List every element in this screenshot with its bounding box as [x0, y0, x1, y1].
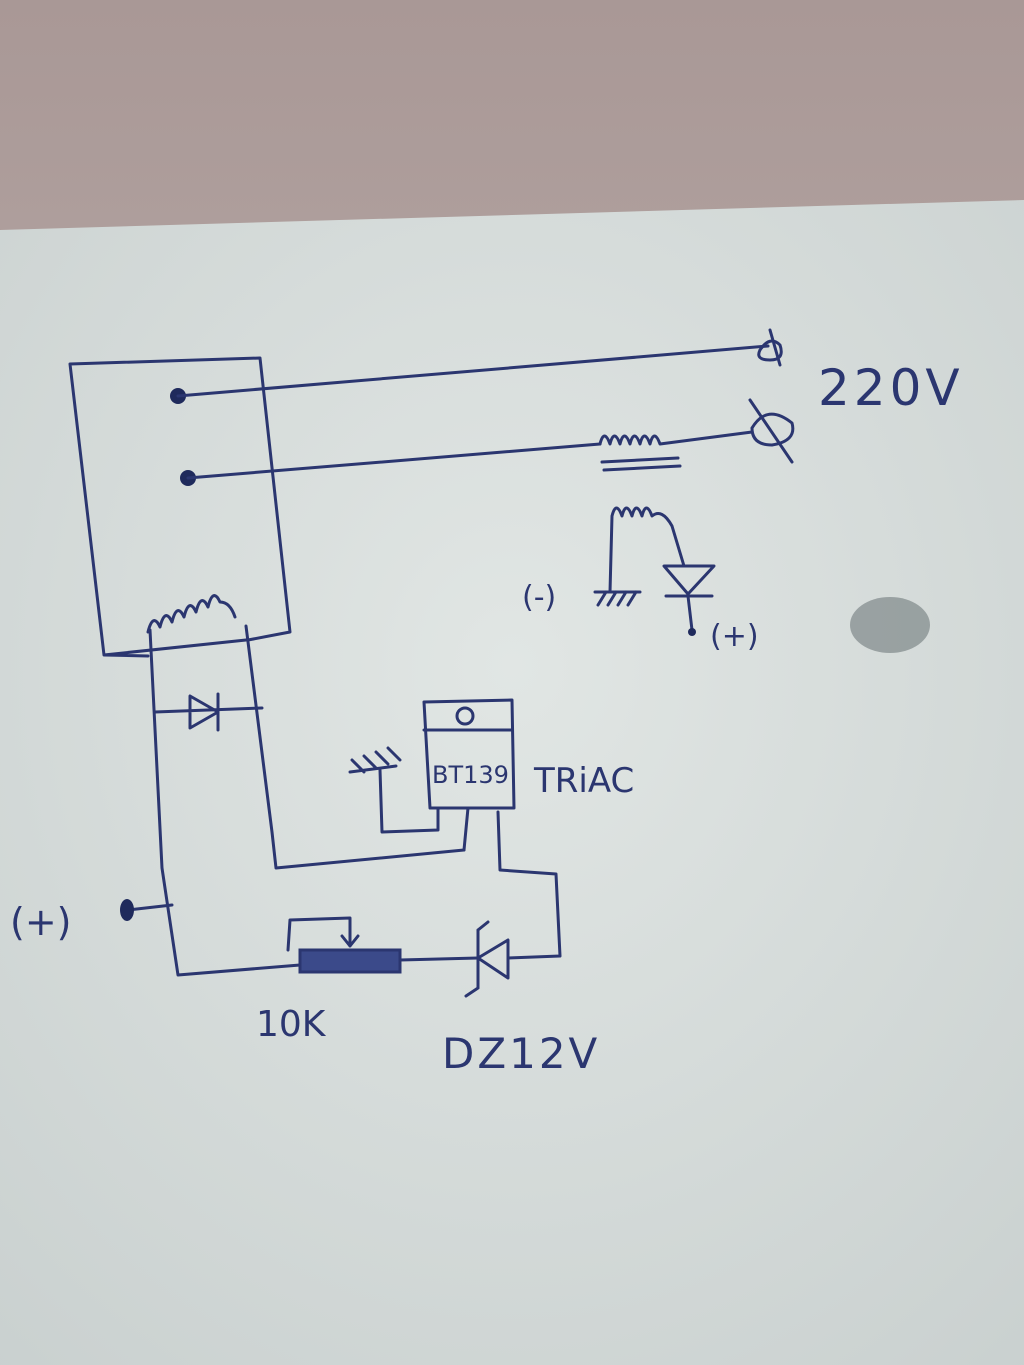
triac-pin-mt [462, 806, 470, 852]
flyback-diode [153, 692, 264, 732]
ground-symbol [593, 590, 642, 607]
label-input-positive: (+) [10, 900, 72, 944]
label-triac-type: TRiAC [533, 761, 634, 801]
triac-gate-wire [496, 810, 562, 960]
label-supply-negative: (-) [522, 580, 556, 615]
relay-coil [146, 594, 237, 634]
positive-input-terminal [120, 899, 134, 921]
output-terminal [688, 628, 696, 636]
potentiometer [298, 948, 402, 974]
mains-wire-2 [186, 442, 602, 480]
triac-body [422, 698, 516, 810]
current-transformer [598, 430, 754, 594]
paper-sheet [0, 200, 1024, 1365]
coil-left-wire [148, 628, 302, 977]
rectifier-diode [662, 564, 716, 632]
potentiometer-wiper [286, 916, 360, 952]
triac-mounting-hole [455, 706, 475, 726]
positive-input-wire [126, 903, 174, 912]
label-mains-voltage: 220V [818, 359, 964, 417]
label-triac-part: BT139 [432, 761, 509, 789]
smudge [850, 597, 930, 653]
mains-terminal-1 [757, 328, 783, 367]
coil-right-wire [244, 624, 466, 870]
label-zener: DZ12V [442, 1029, 600, 1078]
zener-diode [464, 920, 510, 998]
triac-pin-ground [348, 746, 440, 834]
mains-terminal-2 [748, 398, 795, 464]
pot-to-zener-wire [398, 956, 480, 962]
label-potentiometer: 10K [256, 1004, 327, 1045]
label-supply-positive: (+) [710, 619, 759, 654]
relay-box [68, 356, 292, 658]
mains-wire-1 [176, 344, 770, 398]
